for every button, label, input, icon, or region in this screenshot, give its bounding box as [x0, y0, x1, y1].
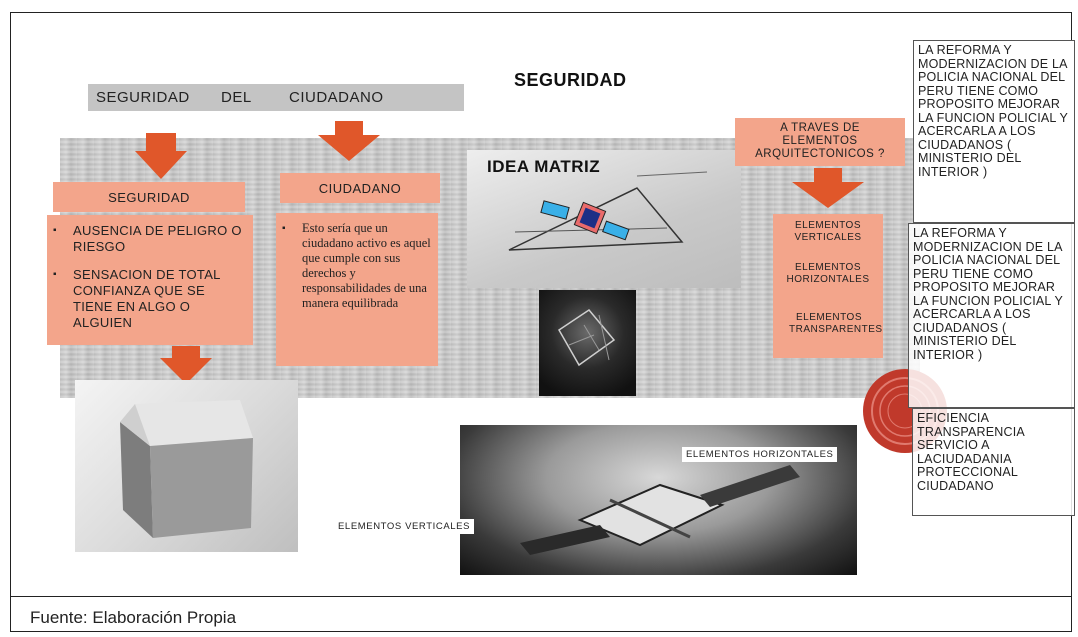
element-transparent: ELEMENTOS TRANSPARENTES [789, 312, 883, 335]
list-item: Esto sería que un ciudadano activo es aq… [280, 221, 432, 311]
seguridad-definition-box: AUSENCIA DE PELIGRO O RIESGO SENSACION D… [47, 215, 253, 345]
ciudadano-definition-box: Esto sería que un ciudadano activo es aq… [276, 213, 438, 366]
architectural-question-box: A TRAVES DE ELEMENTOS ARQUITECTONICOS ? [735, 118, 905, 166]
arrow-down-icon [318, 121, 380, 161]
model-drawing [520, 465, 800, 555]
architectural-question: A TRAVES DE ELEMENTOS ARQUITECTONICOS ? [755, 122, 885, 160]
topic-word-3: CIUDADANO [289, 89, 384, 106]
cube-drawing [120, 400, 253, 538]
footer-divider [10, 596, 1072, 597]
idea-matriz-sketch: IDEA MATRIZ [467, 150, 741, 288]
metal-cube-image [75, 380, 298, 552]
ciudadano-bullet-list: Esto sería que un ciudadano activo es aq… [280, 221, 432, 323]
element-vertical: ELEMENTOS VERTICALES [794, 220, 862, 243]
element-horizontal: ELEMENTOS HORIZONTALES [786, 262, 870, 285]
topic-bar: SEGURIDAD DEL CIUDADANO [88, 84, 464, 111]
idea-matriz-title: IDEA MATRIZ [487, 157, 601, 176]
seguridad-bullet-list: AUSENCIA DE PELIGRO O RIESGO SENSACION D… [51, 223, 247, 343]
sculpture-strokes [558, 309, 616, 367]
architectural-elements-box: ELEMENTOS VERTICALES ELEMENTOS HORIZONTA… [773, 214, 883, 358]
arrow-down-icon [160, 346, 212, 384]
sculpture-photo [539, 290, 636, 396]
label-horizontal-elements: ELEMENTOS HORIZONTALES [682, 447, 838, 462]
arrow-down-icon [792, 168, 864, 208]
topic-word-1: SEGURIDAD [96, 89, 190, 106]
reform-text-box: LA REFORMA Y MODERNIZACION DE LA POLICIA… [913, 40, 1075, 223]
values-text-box: EFICIENCIA TRANSPARENCIA SERVICIO A LACI… [912, 408, 1075, 516]
sketch-drawing [508, 171, 708, 251]
page-title: SEGURIDAD [514, 70, 627, 90]
arrow-down-icon [135, 133, 187, 179]
label-vertical-elements: ELEMENTOS VERTICALES [334, 519, 475, 534]
list-item: AUSENCIA DE PELIGRO O RIESGO [51, 223, 247, 255]
ciudadano-label: CIUDADANO [280, 173, 440, 203]
topic-word-2: DEL [221, 89, 252, 106]
list-item: SENSACION DE TOTAL CONFIANZA QUE SE TIEN… [51, 267, 247, 331]
reform-text-box-duplicate: LA REFORMA Y MODERNIZACION DE LA POLICIA… [908, 223, 1075, 408]
source-footer: Fuente: Elaboración Propia [30, 608, 237, 627]
seguridad-label: SEGURIDAD [53, 182, 245, 212]
